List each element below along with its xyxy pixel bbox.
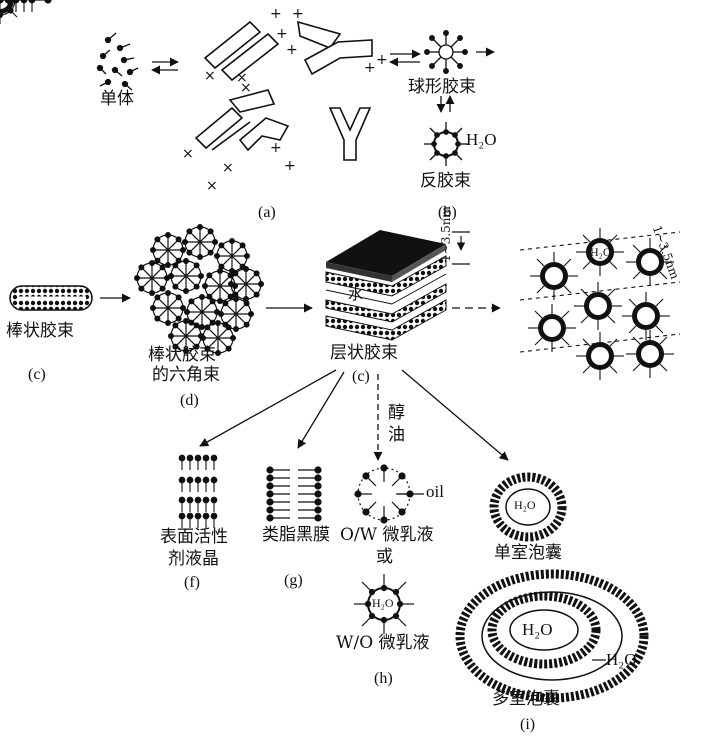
svg-text:+: + — [286, 42, 298, 58]
ow-microemulsion — [354, 464, 424, 524]
wo-label: W/O 微乳液 — [336, 633, 430, 653]
h2o-array-label: H₂O — [590, 245, 612, 259]
oil-label: oil — [426, 482, 444, 501]
lipid-bilayer — [0, 0, 322, 522]
liquid-crystal-label-1: 表面活性 — [160, 527, 228, 547]
caption-f: (f) — [184, 574, 200, 591]
equilibrium-arrow-reverse — [436, 95, 455, 113]
caption-a: (a) — [258, 204, 276, 221]
caption-b: (b) — [438, 204, 457, 221]
rod-aggregates — [194, 20, 373, 161]
water-label: 水 — [348, 285, 364, 303]
unilamellar-vesicle — [489, 472, 567, 542]
equilibrium-arrow-b — [389, 49, 421, 67]
rod-micelle-label: 棒状胶束 — [6, 321, 74, 341]
multilamellar-label: 多室泡囊 — [492, 689, 560, 709]
blm-label: 类脂黑膜 — [262, 525, 330, 545]
svg-text:×: × — [240, 80, 252, 96]
multilamellar-vesicle — [455, 569, 649, 703]
thickness-label: 1~3.5nm — [439, 206, 453, 262]
svg-text:+: + — [376, 52, 388, 68]
svg-text:+: + — [276, 26, 288, 42]
h2o-vesicle-label: H₂O — [514, 498, 536, 512]
branch-arrows — [199, 369, 509, 461]
monomer-cluster — [96, 32, 139, 91]
h2o-multi-label: H₂O — [522, 620, 553, 639]
liquid-crystal-label-2: 剂液晶 — [168, 549, 219, 569]
spherical-micelle-label: 球形胶束 — [408, 77, 476, 97]
svg-text:×: × — [222, 160, 234, 176]
caption-c-left: (c) — [28, 366, 46, 383]
svg-text:×: × — [182, 146, 194, 162]
svg-text:+: + — [364, 60, 376, 76]
caption-d: (d) — [180, 392, 199, 409]
h2o-label-b: H₂O — [466, 130, 497, 149]
wo-microemulsion — [354, 574, 414, 634]
charge-marks: ++ ++ ×× ++ ×× ++ ×× — [182, 6, 388, 194]
caption-g: (g) — [284, 572, 303, 589]
oil-additive-label: 油 — [388, 425, 405, 445]
ow-label: O/W 微乳液 — [340, 525, 434, 545]
rod-micelle — [9, 285, 93, 311]
svg-text:×: × — [204, 68, 216, 84]
caption-h: (h) — [374, 670, 393, 687]
alcohol-label: 醇 — [388, 403, 405, 423]
svg-text:+: + — [270, 140, 282, 156]
or-label: 或 — [376, 547, 393, 567]
caption-i: (i) — [520, 716, 536, 733]
lamellar-label: 层状胶束 — [330, 343, 398, 363]
svg-text:+: + — [284, 158, 296, 174]
unilamellar-label: 单室泡囊 — [494, 543, 562, 563]
spherical-micelle — [424, 30, 468, 74]
svg-text:×: × — [206, 178, 218, 194]
h2o-outer-label: H₂O — [606, 650, 637, 669]
reverse-micelle — [424, 122, 468, 166]
svg-text:×: × — [236, 70, 248, 86]
monomer-label: 单体 — [100, 89, 134, 109]
lamellar-stack — [325, 230, 447, 341]
caption-c-mid: (c) — [352, 368, 370, 385]
svg-text:+: + — [270, 6, 282, 22]
reverse-micelle-label: 反胶束 — [420, 171, 471, 191]
h2o-wo-label: H₂O — [372, 596, 394, 610]
hexagonal-label-1: 棒状胶束 — [148, 345, 216, 365]
equilibrium-arrow-a — [151, 57, 179, 75]
hexagonal-label-2: 的六角束 — [152, 365, 220, 385]
svg-text:+: + — [292, 6, 304, 22]
thickness-bracket — [452, 231, 470, 265]
